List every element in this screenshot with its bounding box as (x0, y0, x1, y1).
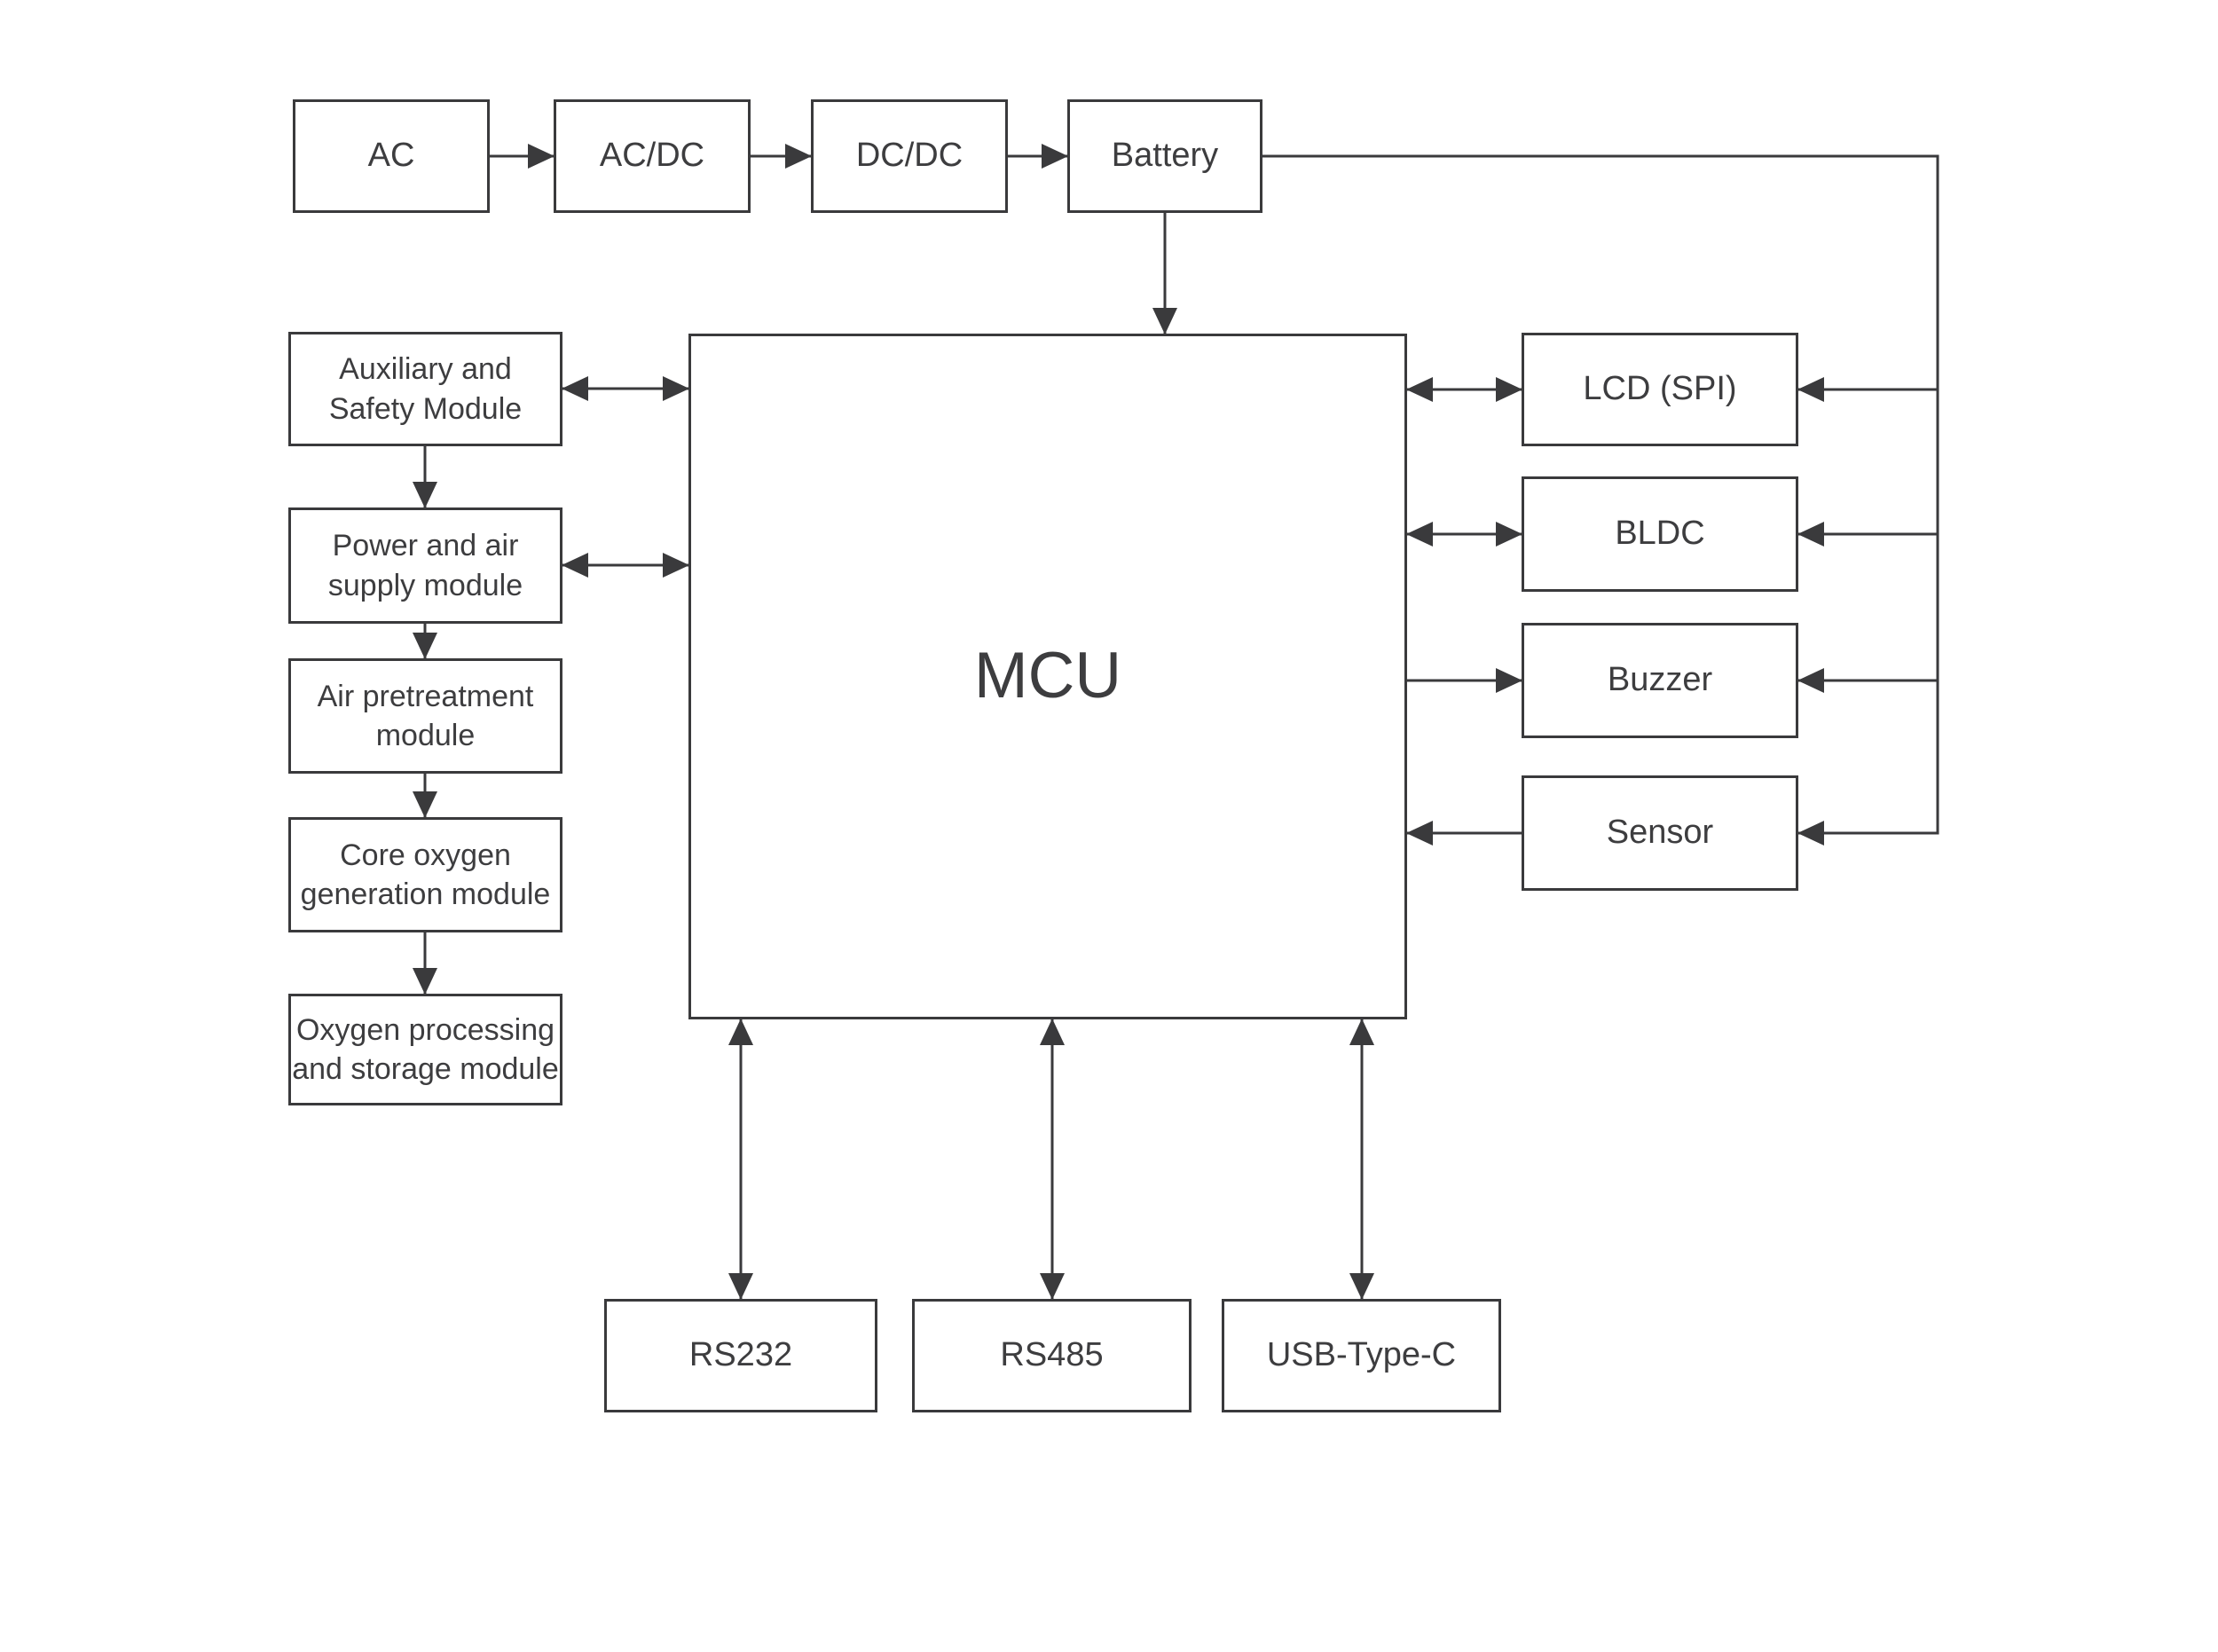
node-air-pretreatment-module: Air pretreatment module (288, 658, 562, 774)
node-bldc: BLDC (1522, 476, 1798, 592)
node-mcu: MCU (688, 334, 1407, 1019)
node-lcd-spi-label: LCD (SPI) (1583, 370, 1737, 408)
node-usb-type-c: USB-Type-C (1222, 1299, 1501, 1412)
node-ac-label: AC (367, 137, 415, 175)
node-core-oxygen-line2: generation module (300, 877, 551, 911)
node-auxiliary-safety-line2: Safety Module (328, 391, 523, 426)
node-air-pretreatment-line1: Air pretreatment (317, 679, 534, 713)
node-core-oxygen-generation-module: Core oxygen generation module (288, 817, 562, 932)
node-air-pretreatment-line2: module (375, 719, 476, 752)
node-battery-label: Battery (1111, 137, 1219, 175)
node-mcu-label: MCU (973, 640, 1122, 712)
connector-battery-feed-rail (1262, 154, 1939, 846)
node-buzzer: Buzzer (1522, 623, 1798, 738)
node-usb-type-c-label: USB-Type-C (1266, 1336, 1457, 1374)
node-rs232: RS232 (604, 1299, 877, 1412)
node-rs485: RS485 (912, 1299, 1192, 1412)
node-battery: Battery (1067, 99, 1262, 213)
node-oxygen-processing-storage-module: Oxygen processing and storage module (288, 994, 562, 1105)
node-buzzer-label: Buzzer (1607, 661, 1713, 699)
node-ac-dc-label: AC/DC (599, 137, 705, 175)
node-oxygen-storage-line1: Oxygen processing (295, 1012, 555, 1047)
node-ac-dc: AC/DC (554, 99, 751, 213)
node-auxiliary-safety-line1: Auxiliary and (339, 352, 512, 387)
node-lcd-spi: LCD (SPI) (1522, 333, 1798, 446)
node-power-air-supply-module: Power and air supply module (288, 507, 562, 624)
node-rs485-label: RS485 (1000, 1336, 1104, 1374)
node-bldc-label: BLDC (1615, 515, 1705, 553)
node-dc-dc-label: DC/DC (855, 137, 963, 175)
node-sensor: Sensor (1522, 775, 1798, 891)
node-rs232-label: RS232 (688, 1336, 793, 1374)
node-core-oxygen-line1: Core oxygen (340, 838, 511, 872)
node-power-air-supply-line2: supply module (327, 568, 523, 602)
node-oxygen-storage-line2: and storage module (292, 1052, 559, 1086)
node-power-air-supply-line1: Power and air (332, 529, 519, 563)
node-auxiliary-safety-module: Auxiliary and Safety Module (288, 332, 562, 446)
node-dc-dc: DC/DC (811, 99, 1008, 213)
node-sensor-label: Sensor (1606, 814, 1714, 852)
node-ac: AC (293, 99, 490, 213)
